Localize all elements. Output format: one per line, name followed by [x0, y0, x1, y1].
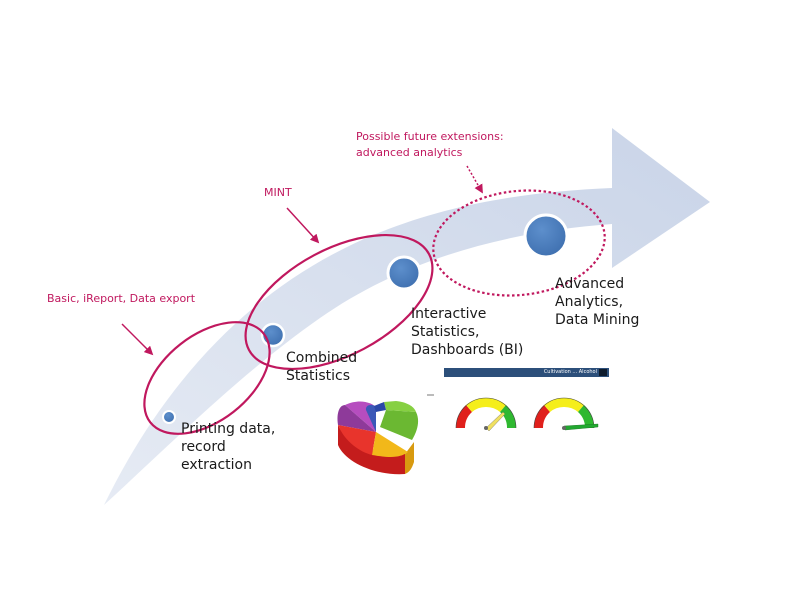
stage-dot-interactive: [386, 255, 422, 291]
gauge-left: [455, 397, 517, 432]
gauges-svg: [455, 397, 599, 432]
future-annotation-line1: Possible future extensions:: [356, 130, 504, 143]
mint-pointer-arrow: [286, 207, 320, 244]
stage-label-combined-2: Statistics: [286, 368, 350, 384]
basic-highlight-ellipse: [143, 321, 271, 435]
basic-pointer-arrow: [121, 323, 154, 356]
stage-label-interactive-2: Statistics,: [411, 324, 480, 340]
stage-label-advanced-3: Data Mining: [555, 312, 640, 328]
dashboard-header-bar: Cultivation ... Alcohol: [444, 368, 609, 377]
stage-dot-printing: [162, 410, 176, 424]
stage-dot-advanced: [523, 213, 569, 259]
pie-chart-illustration: [337, 401, 419, 475]
stage-label-printing-2: record: [181, 439, 226, 455]
dashboard-header-text: Cultivation ... Alcohol: [543, 369, 597, 375]
gauge-right: [533, 397, 599, 431]
mint-annotation: MINT: [264, 186, 292, 199]
dashboard-header-icon: [599, 369, 607, 376]
stage-label-advanced-2: Analytics,: [555, 294, 624, 310]
stage-label-printing-3: extraction: [181, 457, 252, 473]
stage-label-interactive-1: Interactive: [411, 306, 487, 322]
stage-label-interactive-3: Dashboards (BI): [411, 342, 524, 358]
future-annotation-line2: advanced analytics: [356, 146, 463, 159]
dashboard-gauges-thumbnail: Cultivation ... Alcohol: [444, 368, 609, 461]
stage-label-advanced-1: Advanced: [555, 276, 625, 292]
basic-annotation: Basic, iReport, Data export: [47, 292, 196, 305]
mint-highlight-ellipse: [244, 233, 434, 371]
future-pointer-arrow: [466, 165, 483, 194]
future-highlight-ellipse: [432, 189, 606, 297]
stage-label-combined-1: Combined: [286, 350, 358, 366]
stage-label-printing-1: Printing data,: [181, 421, 276, 437]
